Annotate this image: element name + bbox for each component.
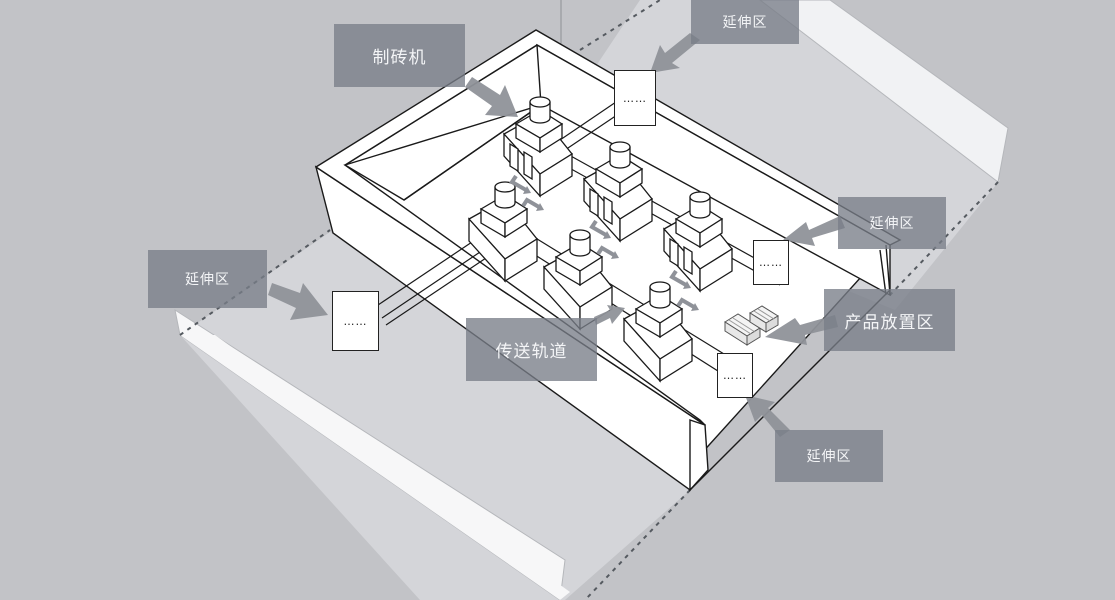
arrow-product-area — [765, 315, 838, 345]
flow-arrow-row1-1 — [509, 174, 527, 192]
extension-wall-back — [759, 0, 1009, 183]
brick-machine-row2-3 — [622, 281, 693, 383]
dashed-boundary-front-right — [584, 489, 691, 600]
extension-block-bottom: …… — [717, 353, 753, 398]
label-extension-left: 延伸区 — [148, 250, 267, 308]
arrow-conveyor — [594, 305, 625, 325]
flow-arrow-row2-3-head — [691, 303, 699, 311]
arrow-extension-bottom — [745, 395, 790, 437]
product-stack-2 — [749, 305, 779, 333]
flow-arrow-row2-2 — [596, 245, 616, 257]
label-extension-bottom: 延伸区 — [775, 430, 883, 482]
arrow-extension-top — [650, 33, 700, 73]
label-brick-machine: 制砖机 — [334, 24, 465, 87]
brick-machine-row1-2 — [582, 141, 653, 243]
flow-arrow-row1-1-head — [523, 186, 531, 194]
machines-group — [467, 96, 733, 383]
arrow-extension-right — [783, 216, 845, 246]
extension-wall-front-face — [180, 335, 570, 600]
enclosure-wall-front-end — [689, 419, 709, 492]
label-conveyor-track: 传送轨道 — [466, 318, 597, 381]
flow-arrow-row2-2-head — [611, 251, 619, 259]
arrow-extension-left — [268, 283, 328, 320]
label-extension-right: 延伸区 — [838, 197, 946, 249]
flow-arrow-row1-3 — [669, 269, 687, 287]
extension-block-right: …… — [753, 240, 789, 285]
brick-machine-row1-3 — [662, 191, 733, 293]
product-stack-1 — [724, 313, 761, 346]
brick-machine-row1-1 — [502, 96, 573, 198]
extension-block-top: …… — [614, 70, 656, 126]
callout-arrows — [268, 33, 845, 437]
flow-arrow-row2-1-head — [536, 203, 544, 211]
flow-arrow-row2-1 — [521, 197, 541, 209]
flow-arrow-row1-2-head — [603, 231, 611, 239]
extension-block-left: …… — [332, 291, 379, 351]
flow-arrow-row1-3-head — [683, 281, 691, 289]
flow-arrows — [509, 174, 699, 311]
label-product-area: 产品放置区 — [824, 289, 955, 351]
extension-floor-front — [180, 232, 690, 600]
label-extension-top: 延伸区 — [691, 0, 799, 44]
brick-machine-row2-1 — [467, 181, 538, 283]
flow-arrow-row2-3 — [676, 297, 696, 309]
flow-arrow-row1-2 — [589, 219, 607, 237]
arrow-brick-machine — [465, 77, 518, 117]
dashed-boundary-back-left — [579, 0, 661, 51]
